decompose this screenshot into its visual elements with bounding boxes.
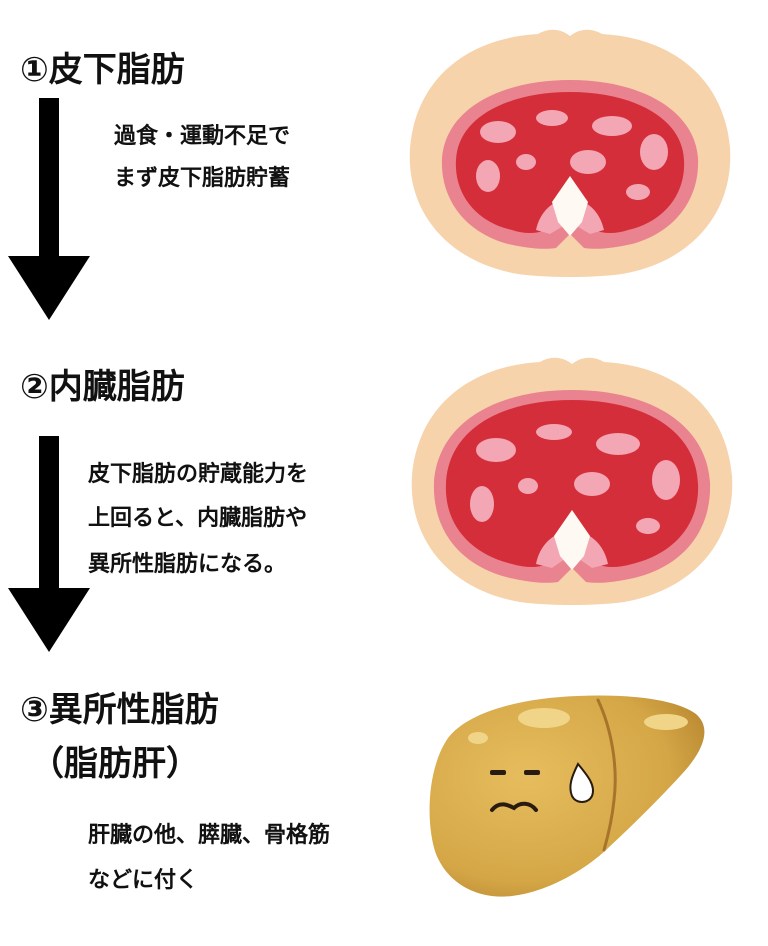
- stage-1-description-line-2: まず皮下脂肪貯蓄: [114, 166, 291, 191]
- stage-2-description-line-2: 上回ると、内臓脂肪や: [88, 506, 308, 531]
- stage-2-description-line-1: 皮下脂肪の貯蔵能力を: [88, 462, 309, 487]
- stage-3-subheading: （脂肪肝）: [30, 744, 200, 784]
- stage-2-description-line-3: 異所性脂肪になる。: [88, 552, 287, 577]
- stage-1-description-line-1: 過食・運動不足で: [114, 124, 291, 149]
- stage-3-description-line-1: 肝臓の他、膵臓、骨格筋: [88, 823, 331, 848]
- fatty-liver-face-icon: [429, 695, 705, 897]
- down-arrow-icon: [8, 436, 90, 652]
- stage-2-heading: ②内臓脂肪: [20, 367, 185, 407]
- stage-3-description-line-2: などに付く: [88, 868, 199, 893]
- abdominal-cross-section-icon: [409, 29, 731, 278]
- stage-3-heading: ③異所性脂肪: [20, 690, 219, 730]
- down-arrow-icon: [8, 98, 90, 320]
- abdominal-cross-section-visceral-fat-icon: [411, 357, 733, 605]
- stage-1-heading: ①皮下脂肪: [20, 50, 185, 90]
